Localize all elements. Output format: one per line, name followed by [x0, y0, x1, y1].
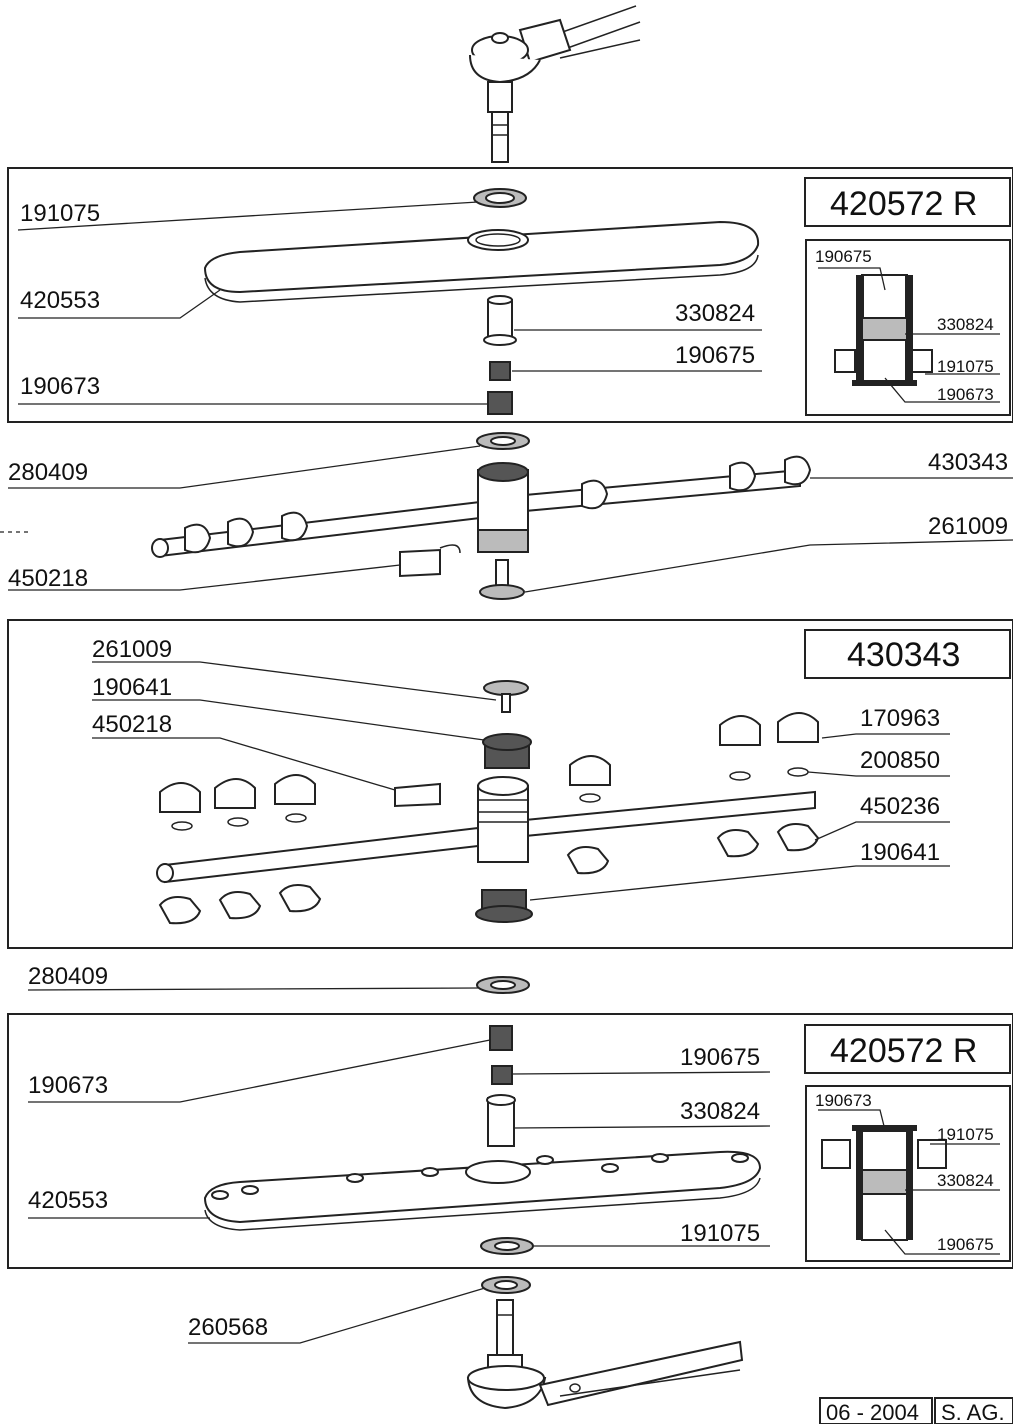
inset-1-drawing	[818, 267, 1000, 403]
label-450236: 450236	[860, 793, 940, 820]
label-261009-p2: 261009	[92, 636, 172, 663]
inset-label-191075: 191075	[937, 357, 994, 376]
label-330824: 330824	[675, 300, 755, 327]
label-190641-p2: 190641	[92, 674, 172, 701]
panel-3-lower-spray-arm: 190673 420553 190675 330824 191075 42057…	[7, 1013, 1013, 1269]
inset-detail-3	[805, 1085, 1011, 1262]
label-190675: 190675	[675, 342, 755, 369]
label-190675-p3: 190675	[680, 1044, 760, 1071]
bushing-part	[487, 299, 513, 339]
label-450218: 450218	[8, 565, 88, 592]
label-190673: 190673	[20, 373, 100, 400]
assembly-box-1	[804, 177, 1011, 227]
assembly-id: 420572 R	[830, 185, 977, 223]
footer-author: S. AG.	[941, 1400, 1005, 1424]
spring-part	[489, 361, 511, 381]
label-450218-p2: 450218	[92, 711, 172, 738]
inset-label-190675: 190675	[815, 247, 872, 266]
spray-arm-part	[203, 220, 760, 294]
middle-tube-assembly: 280409 430343 261009 450218	[0, 432, 1013, 600]
assembly-box-3	[804, 1024, 1011, 1074]
panel-3-frame	[7, 1013, 1013, 1269]
footer-stamp: 06 - 2004 S. AG.	[819, 1397, 1013, 1424]
label-280409: 280409	[8, 459, 88, 486]
bottom-connector-drawing: 260568	[188, 1276, 744, 1410]
label-330824-p3: 330824	[680, 1098, 760, 1125]
assembly-id-2: 430343	[847, 636, 960, 674]
panel-2-tube-assembly: 430343	[7, 619, 1013, 949]
inset-label-191075-p3: 191075	[937, 1125, 994, 1144]
footer-date: 06 - 2004	[826, 1400, 919, 1424]
label-191075-p3: 191075	[680, 1220, 760, 1247]
label-190641-p2b: 190641	[860, 839, 940, 866]
inset-label-330824-p3: 330824	[937, 1171, 994, 1190]
label-191075: 191075	[20, 200, 100, 227]
label-200850: 200850	[860, 747, 940, 774]
inset-label-330824: 330824	[937, 315, 994, 334]
inset-label-190673-p3: 190673	[815, 1091, 872, 1110]
inset-label-190675-p3: 190675	[937, 1235, 994, 1254]
panel-1-frame	[7, 167, 1013, 423]
label-190673-p3: 190673	[28, 1072, 108, 1099]
label-260568: 260568	[188, 1314, 268, 1341]
top-connector-drawing	[469, 5, 641, 163]
nozzle-part	[487, 391, 513, 415]
panel-2-frame	[7, 619, 1013, 949]
label-420553-p3: 420553	[28, 1187, 108, 1214]
label-280409-b: 280409	[28, 963, 108, 990]
label-170963: 170963	[860, 705, 940, 732]
inset-label-190673: 190673	[937, 385, 994, 404]
inset-detail-1	[805, 239, 1011, 416]
assembly-box-2	[804, 629, 1011, 679]
label-261009: 261009	[928, 513, 1008, 540]
assembly-id-3: 420572 R	[830, 1032, 977, 1070]
panel-1-upper-spray-arm: 191075 420553 190673 330824 190675 42057…	[7, 167, 1013, 423]
between-washer: 280409	[27, 963, 530, 994]
inset-3-drawing	[818, 1109, 1000, 1255]
label-420553: 420553	[20, 287, 100, 314]
label-430343: 430343	[928, 449, 1008, 476]
